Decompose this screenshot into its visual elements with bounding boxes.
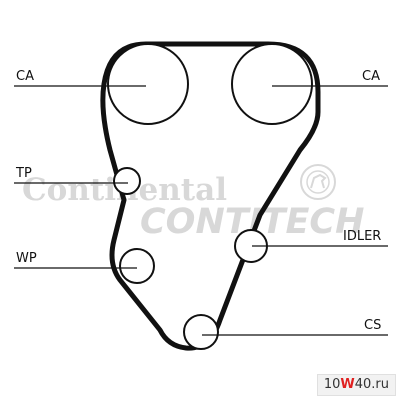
label-idler: IDLER bbox=[343, 229, 381, 244]
site-prefix: 10 bbox=[323, 377, 341, 392]
camshaft-pulley-left bbox=[107, 43, 189, 125]
tensioner-pulley bbox=[113, 167, 141, 195]
site-watermark: 10W40.ru bbox=[316, 374, 396, 396]
site-middle: 40 bbox=[354, 377, 372, 392]
timing-belt bbox=[100, 41, 321, 351]
label-ca-left: CA bbox=[16, 69, 34, 84]
leader-lines bbox=[14, 85, 388, 336]
water-pump-pulley bbox=[119, 248, 155, 284]
label-ca-right: CA bbox=[362, 69, 380, 84]
site-highlight: W bbox=[340, 377, 355, 392]
label-cs: CS bbox=[364, 318, 381, 333]
label-tp: TP bbox=[15, 166, 32, 181]
horse-emblem-icon bbox=[300, 164, 336, 200]
label-wp: WP bbox=[16, 251, 37, 266]
camshaft-pulley-right bbox=[231, 43, 313, 125]
crankshaft-pulley bbox=[183, 314, 219, 350]
site-suffix: .ru bbox=[371, 377, 389, 392]
brand-watermark: Continental CONTITECH bbox=[22, 164, 364, 242]
